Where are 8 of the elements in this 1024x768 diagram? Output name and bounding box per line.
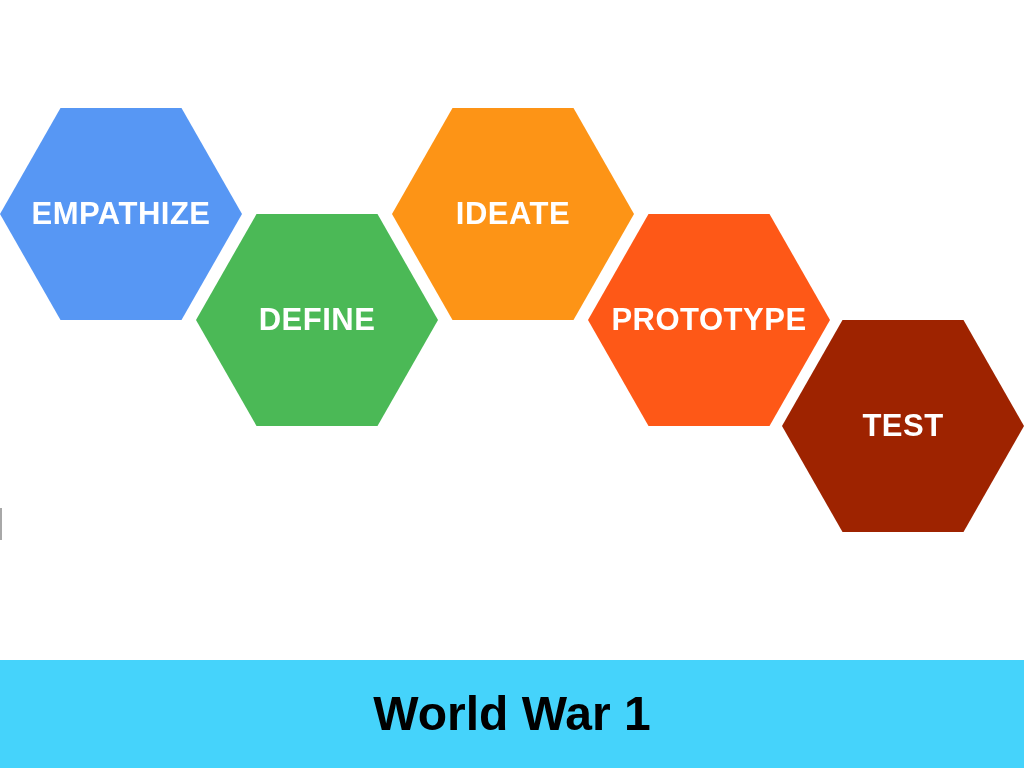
step-label: TEST (862, 408, 944, 444)
step-hexagon (588, 214, 830, 426)
step-hexagon (0, 108, 242, 320)
step-label: DEFINE (258, 302, 376, 338)
title: World War 1 (373, 687, 651, 741)
step-label: PROTOTYPE (611, 302, 807, 338)
step-label: IDEATE (455, 196, 571, 232)
step-label: EMPATHIZE (31, 196, 211, 232)
